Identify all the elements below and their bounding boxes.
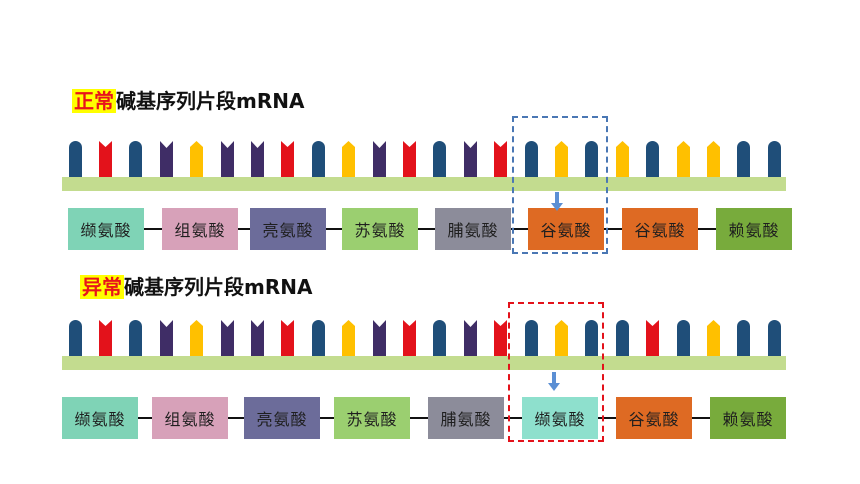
normal-base-U [524, 141, 538, 181]
normal-peptide-bond [144, 228, 162, 230]
normal-amino-acid-box: 脯氨酸 [435, 208, 511, 250]
abnormal-amino-acid-box: 组氨酸 [152, 397, 228, 439]
abnormal-peptide-bond [410, 417, 428, 419]
normal-amino-acid-box: 谷氨酸 [622, 208, 698, 250]
abnormal-base-C [190, 320, 204, 360]
normal-peptide-bond [511, 228, 528, 230]
normal-base-C [615, 141, 629, 181]
abnormal-mrna-strand [62, 356, 786, 370]
abnormal-amino-acid-box: 赖氨酸 [710, 397, 786, 439]
normal-peptide-bond [418, 228, 435, 230]
normal-base-U [129, 141, 143, 181]
abnormal-title-rest: 碱基序列片段mRNA [124, 275, 313, 299]
normal-base-C [706, 141, 720, 181]
normal-peptide-bond [698, 228, 716, 230]
normal-base-G [220, 141, 234, 181]
normal-amino-acid-box: 谷氨酸 [528, 208, 604, 250]
normal-base-A [402, 141, 416, 181]
abnormal-base-U [524, 320, 538, 360]
abnormal-base-U [311, 320, 325, 360]
normal-base-G [250, 141, 264, 181]
abnormal-title: 异常碱基序列片段mRNA [80, 274, 312, 300]
abnormal-peptide-bond [504, 417, 522, 419]
normal-base-U [68, 141, 82, 181]
normal-base-C [676, 141, 690, 181]
normal-amino-acid-box: 组氨酸 [162, 208, 238, 250]
abnormal-base-A [281, 320, 295, 360]
normal-base-C [190, 141, 204, 181]
abnormal-base-U [737, 320, 751, 360]
abnormal-title-highlight: 异常 [80, 275, 124, 299]
normal-base-G [159, 141, 173, 181]
normal-base-A [494, 141, 508, 181]
abnormal-peptide-bond [138, 417, 152, 419]
normal-base-A [281, 141, 295, 181]
normal-codon-highlight-frame [512, 116, 608, 254]
normal-amino-acid-box: 苏氨酸 [342, 208, 418, 250]
abnormal-base-G [250, 320, 264, 360]
normal-base-U [767, 141, 781, 181]
abnormal-base-U [433, 320, 447, 360]
abnormal-peptide-bond [692, 417, 710, 419]
normal-base-U [433, 141, 447, 181]
normal-base-C [554, 141, 568, 181]
abnormal-base-C [554, 320, 568, 360]
normal-title-highlight: 正常 [72, 89, 116, 113]
abnormal-base-C [342, 320, 356, 360]
abnormal-base-U [676, 320, 690, 360]
abnormal-amino-acid-box: 脯氨酸 [428, 397, 504, 439]
normal-base-G [372, 141, 386, 181]
abnormal-base-A [402, 320, 416, 360]
abnormal-codon-highlight-frame [508, 302, 604, 442]
abnormal-base-A [98, 320, 112, 360]
abnormal-base-U [615, 320, 629, 360]
abnormal-base-G [463, 320, 477, 360]
abnormal-amino-acid-box: 苏氨酸 [334, 397, 410, 439]
abnormal-base-C [706, 320, 720, 360]
normal-peptide-bond [604, 228, 622, 230]
normal-base-U [585, 141, 599, 181]
normal-title-rest: 碱基序列片段mRNA [116, 89, 305, 113]
normal-peptide-bond [326, 228, 342, 230]
normal-base-C [342, 141, 356, 181]
abnormal-peptide-bond [320, 417, 334, 419]
normal-base-U [311, 141, 325, 181]
normal-peptide-bond [238, 228, 250, 230]
normal-amino-acid-box: 亮氨酸 [250, 208, 326, 250]
normal-amino-acid-box: 缬氨酸 [68, 208, 144, 250]
normal-title: 正常碱基序列片段mRNA [72, 88, 304, 114]
normal-base-U [737, 141, 751, 181]
abnormal-base-U [585, 320, 599, 360]
abnormal-base-U [68, 320, 82, 360]
abnormal-base-G [220, 320, 234, 360]
normal-amino-acid-box: 赖氨酸 [716, 208, 792, 250]
abnormal-base-A [646, 320, 660, 360]
abnormal-translation-arrow [548, 372, 560, 391]
normal-base-G [463, 141, 477, 181]
abnormal-peptide-bond [228, 417, 244, 419]
normal-base-A [98, 141, 112, 181]
abnormal-amino-acid-box: 缬氨酸 [522, 397, 598, 439]
abnormal-base-A [494, 320, 508, 360]
abnormal-base-G [159, 320, 173, 360]
abnormal-amino-acid-box: 谷氨酸 [616, 397, 692, 439]
abnormal-amino-acid-box: 缬氨酸 [62, 397, 138, 439]
normal-base-U [646, 141, 660, 181]
normal-translation-arrow [551, 192, 563, 211]
abnormal-base-G [372, 320, 386, 360]
abnormal-base-U [767, 320, 781, 360]
abnormal-peptide-bond [598, 417, 616, 419]
abnormal-base-U [129, 320, 143, 360]
normal-mrna-strand [62, 177, 786, 191]
abnormal-amino-acid-box: 亮氨酸 [244, 397, 320, 439]
